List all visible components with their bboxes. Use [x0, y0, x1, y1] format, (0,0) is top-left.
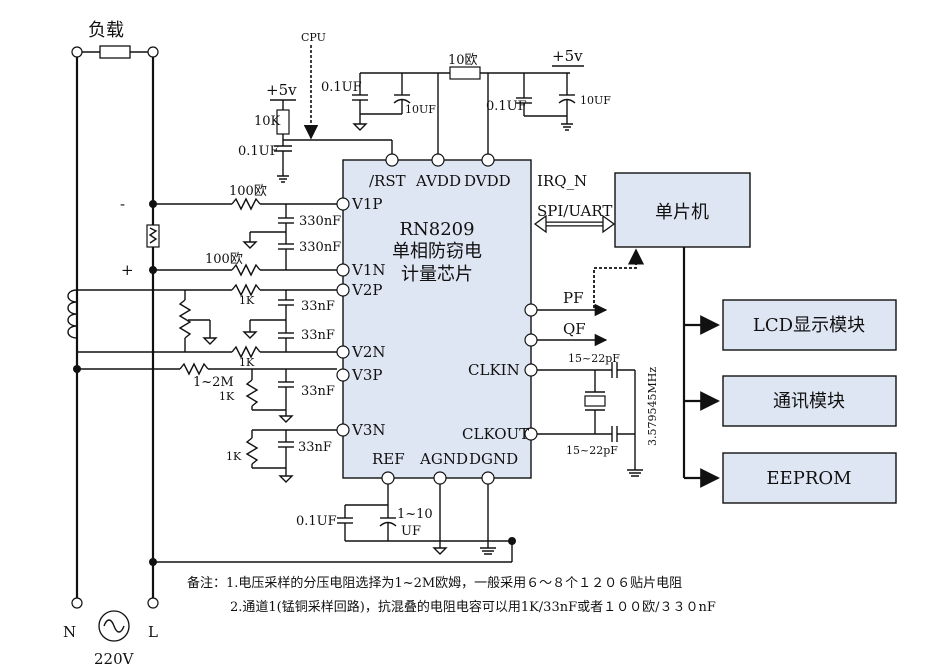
comm-block — [722, 375, 897, 427]
pin-v2n: V2N — [351, 343, 386, 361]
ref-cap-a-label: 0.1UF — [296, 514, 337, 529]
vcc-label-left: +5v — [266, 81, 297, 99]
r10ohm-label: 10欧 — [448, 53, 478, 68]
plus-label: + — [121, 261, 134, 279]
channel1-filter — [153, 197, 337, 277]
pin-v1p: V1P — [351, 195, 382, 213]
cpu-label: CPU — [301, 31, 326, 44]
c330b-label: 330nF — [299, 240, 341, 255]
pin-dvdd: DVDD — [464, 172, 511, 190]
c33d-label: 33nF — [298, 440, 332, 455]
pin-clkin: CLKIN — [468, 361, 520, 379]
avdd-cap-a-label: 0.1UF — [321, 80, 362, 95]
pin-dgnd: DGND — [469, 450, 518, 468]
current-transformer-coil — [67, 289, 78, 339]
mcu-label: 单片机 — [655, 202, 709, 223]
c33c-label: 33nF — [301, 384, 335, 399]
chip-title-3: 计量芯片 — [401, 264, 473, 285]
mains-wiring — [67, 45, 185, 642]
rn8209-chip — [342, 159, 532, 479]
pin-clkout: CLKOUT — [462, 425, 529, 443]
comm-label: 通讯模块 — [773, 391, 845, 412]
pin-qf: QF — [563, 320, 586, 338]
n-label: N — [63, 623, 76, 641]
xtal-freq-label: 3.579545MHz — [646, 367, 659, 446]
xtal-cap-a-label: 15~22pF — [568, 352, 620, 365]
mcu-block — [614, 172, 751, 248]
r1ka-label: 1K — [239, 294, 255, 307]
pin-pf: PF — [563, 289, 584, 307]
eeprom-label: EEPROM — [766, 468, 851, 489]
ref-cap-b2-label: UF — [401, 524, 421, 539]
chip-title-1: RN8209 — [399, 219, 474, 240]
dvdd-cap-a-label: 0.1UF — [486, 99, 527, 114]
c330a-label: 330nF — [299, 214, 341, 229]
vcc-label-right: +5v — [552, 47, 583, 65]
c33b-label: 33nF — [301, 328, 335, 343]
lcd-label: LCD显示模块 — [753, 315, 865, 336]
r12m-label: 1~2M — [193, 375, 234, 390]
pin-v2p: V2P — [351, 281, 382, 299]
pin-v3p: V3P — [351, 366, 382, 384]
r100a-label: 100欧 — [229, 184, 267, 199]
spi-uart-label: SPI/UART — [537, 202, 612, 220]
pin-avdd: AVDD — [415, 172, 461, 190]
pin-agnd: AGND — [419, 450, 468, 468]
dvdd-cap-b-label: 10UF — [580, 94, 611, 107]
l-label: L — [148, 623, 158, 641]
pin-ref: REF — [372, 450, 405, 468]
interconnects — [533, 214, 720, 488]
minus-label: - — [120, 195, 125, 213]
xtal-cap-b-label: 15~22pF — [566, 444, 618, 457]
r100b-label: 100欧 — [205, 252, 243, 267]
rst-cap-label: 0.1UF — [238, 144, 279, 159]
c33a-label: 33nF — [301, 299, 335, 314]
reference-ground — [153, 484, 516, 563]
load-resistor — [99, 45, 131, 59]
note-line-1: 备注：1.电压采样的分压电阻选择为1~2M欧姆，一般采用６～８个１２０６贴片电阻 — [187, 575, 682, 591]
pin-v1n: V1N — [351, 261, 386, 279]
pin-rst: /RST — [369, 172, 406, 190]
r1kc-label: 1K — [219, 390, 235, 403]
avdd-cap-b-label: 10UF — [405, 103, 436, 116]
chip-title-2: 单相防窃电 — [392, 241, 482, 262]
channel2-filter — [178, 283, 337, 359]
pin-irq: IRQ_N — [537, 172, 587, 190]
r10k-label: 10K — [254, 114, 281, 129]
supply-network — [270, 45, 584, 183]
shunt-resistor — [146, 224, 160, 248]
r1kd-label: 1K — [226, 450, 242, 463]
crystal-network — [537, 362, 643, 477]
r1kb-label: 1K — [239, 356, 255, 369]
channel3-divider — [77, 362, 337, 483]
pin-v3n: V3N — [351, 421, 386, 439]
ref-cap-b1-label: 1~10 — [397, 507, 433, 522]
load-label: 负载 — [88, 20, 124, 41]
note-line-2: 2.通道1(锰铜采样回路)，抗混叠的电阻电容可以用1K/33nF或者１００欧/３… — [230, 599, 716, 615]
eeprom-block — [722, 452, 897, 504]
lcd-block — [722, 299, 897, 351]
v220-label: 220V — [94, 650, 135, 668]
